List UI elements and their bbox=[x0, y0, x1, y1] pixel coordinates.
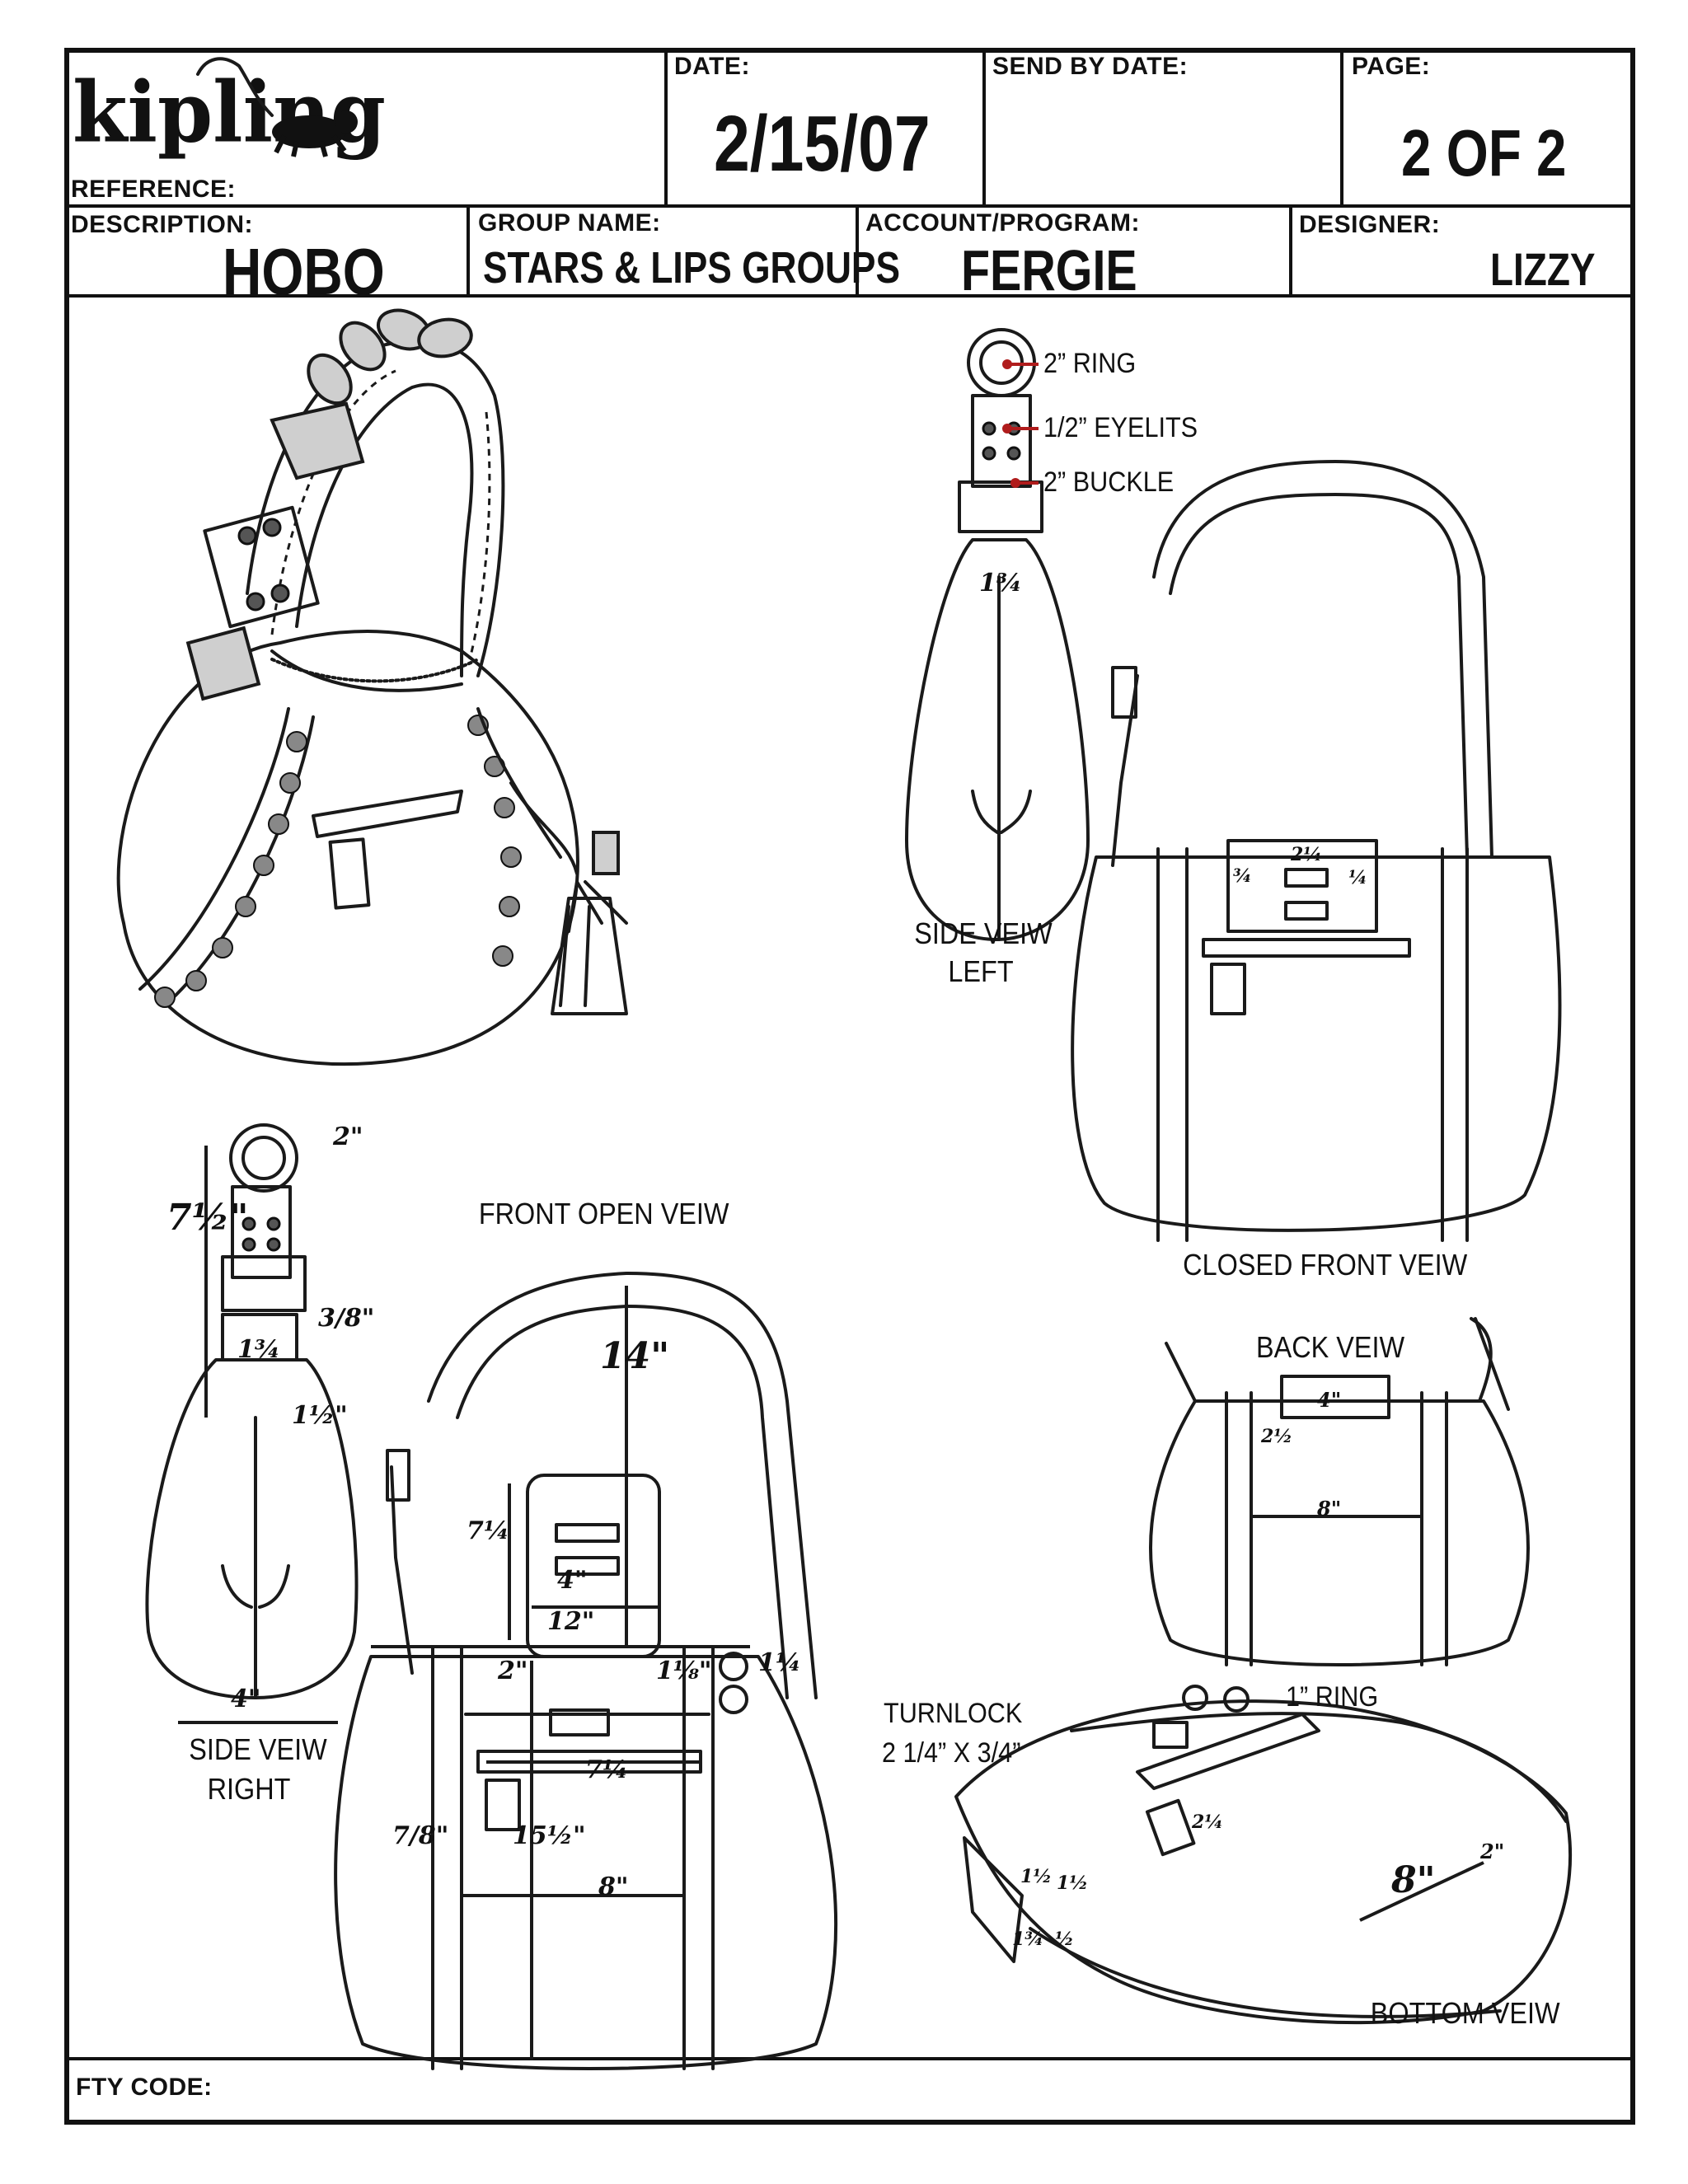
bottom-view-caption: BOTTOM VEIW bbox=[1370, 1996, 1560, 2030]
fty-code-label: FTY CODE: bbox=[76, 2074, 213, 2101]
dim-label: 8" bbox=[1317, 1497, 1342, 1521]
back-view-caption: BACK VEIW bbox=[1256, 1330, 1405, 1364]
dim-label: 7¼ bbox=[585, 1755, 629, 1784]
ring-callout: 2” RING bbox=[1043, 348, 1137, 379]
turnlock-size-callout: 2 1/4” X 3/4” bbox=[882, 1737, 1021, 1769]
description-value: HOBO bbox=[223, 235, 385, 308]
header-divider bbox=[64, 204, 1635, 208]
dim-label: 7½" bbox=[166, 1197, 249, 1239]
dim-label: 7/8" bbox=[392, 1821, 449, 1850]
side-view-right bbox=[145, 1123, 359, 1724]
dim-label: 7¼ bbox=[467, 1516, 510, 1545]
dim-label: 1½" bbox=[292, 1401, 348, 1430]
dim-label: 3/8" bbox=[318, 1304, 375, 1333]
footer-divider bbox=[64, 2057, 1635, 2060]
header-col-divider bbox=[1340, 48, 1343, 206]
dim-label: 1¼ bbox=[758, 1648, 802, 1677]
spec-sheet-frame bbox=[64, 48, 1635, 2125]
bottom-view bbox=[954, 1685, 1573, 2025]
date-label: DATE: bbox=[674, 53, 750, 80]
page-value: 2 OF 2 bbox=[1401, 116, 1567, 190]
dim-label: 1½ bbox=[1020, 1866, 1053, 1887]
front-open-view bbox=[334, 1272, 837, 2070]
side-view-right-caption-2: RIGHT bbox=[207, 1772, 291, 1806]
send-by-date-label: SEND BY DATE: bbox=[992, 53, 1189, 80]
side-view-left bbox=[905, 328, 1090, 941]
turnlock-callout: TURNLOCK bbox=[884, 1698, 1023, 1729]
description-label: DESCRIPTION: bbox=[71, 211, 254, 238]
designer-value: LIZZY bbox=[1490, 243, 1596, 295]
dim-label: 2¼ bbox=[1291, 844, 1323, 865]
hobo-three-quarter-view bbox=[116, 308, 628, 1066]
header-col-divider bbox=[467, 204, 470, 297]
dim-label: 4" bbox=[231, 1685, 261, 1713]
designer-label: DESIGNER: bbox=[1299, 211, 1441, 238]
dim-label: ¾ bbox=[1233, 865, 1252, 887]
dim-label: 14" bbox=[600, 1335, 670, 1377]
group-name-label: GROUP NAME: bbox=[478, 209, 661, 237]
front-open-view-caption: FRONT OPEN VEIW bbox=[478, 1197, 729, 1230]
account-program-value: FERGIE bbox=[961, 238, 1137, 302]
one-inch-ring-callout: 1” RING bbox=[1286, 1681, 1379, 1713]
dim-label: 8" bbox=[598, 1872, 629, 1901]
header-col-divider bbox=[1289, 204, 1292, 297]
eyelits-callout: 1/2” EYELITS bbox=[1043, 412, 1198, 443]
dim-label: 1¾ bbox=[979, 569, 1023, 598]
header-bottom-divider bbox=[64, 294, 1635, 298]
header-col-divider bbox=[856, 204, 859, 297]
group-name-value: STARS & LIPS GROUPS bbox=[483, 243, 901, 293]
page-label: PAGE: bbox=[1352, 53, 1431, 80]
side-view-left-caption-2: LEFT bbox=[948, 954, 1014, 988]
back-view bbox=[1149, 1317, 1530, 1666]
dim-label: 2½ bbox=[1261, 1426, 1293, 1447]
dim-label: 2¼ bbox=[1192, 1811, 1224, 1833]
dim-label: 2" bbox=[1480, 1840, 1505, 1863]
dim-label: 15½" bbox=[513, 1821, 586, 1850]
dim-label: 1¾ bbox=[1012, 1929, 1044, 1950]
dim-label: 12" bbox=[547, 1607, 595, 1636]
dim-label: 2" bbox=[333, 1122, 363, 1151]
date-value: 2/15/07 bbox=[714, 100, 931, 188]
dim-label: 2" bbox=[498, 1657, 528, 1685]
dim-label: 8" bbox=[1391, 1859, 1436, 1901]
header-col-divider bbox=[664, 48, 668, 206]
closed-front-view bbox=[1071, 460, 1562, 1242]
dim-label: ½ bbox=[1055, 1929, 1074, 1950]
dim-label: 1⅛" bbox=[656, 1657, 712, 1685]
closed-front-view-caption: CLOSED FRONT VEIW bbox=[1183, 1248, 1468, 1282]
reference-label: REFERENCE: bbox=[71, 176, 237, 203]
dim-label: ¼ bbox=[1348, 867, 1367, 888]
side-view-right-caption: SIDE VEIW bbox=[189, 1732, 327, 1766]
header-col-divider bbox=[982, 48, 986, 206]
side-view-left-caption: SIDE VEIW bbox=[914, 916, 1053, 950]
dim-label: 4" bbox=[1317, 1388, 1342, 1412]
dim-label: 1½ bbox=[1057, 1872, 1089, 1894]
account-program-label: ACCOUNT/PROGRAM: bbox=[865, 209, 1140, 237]
buckle-callout: 2” BUCKLE bbox=[1043, 466, 1175, 498]
dim-label: 1¾ bbox=[237, 1335, 281, 1364]
dim-label: 4" bbox=[557, 1566, 588, 1595]
